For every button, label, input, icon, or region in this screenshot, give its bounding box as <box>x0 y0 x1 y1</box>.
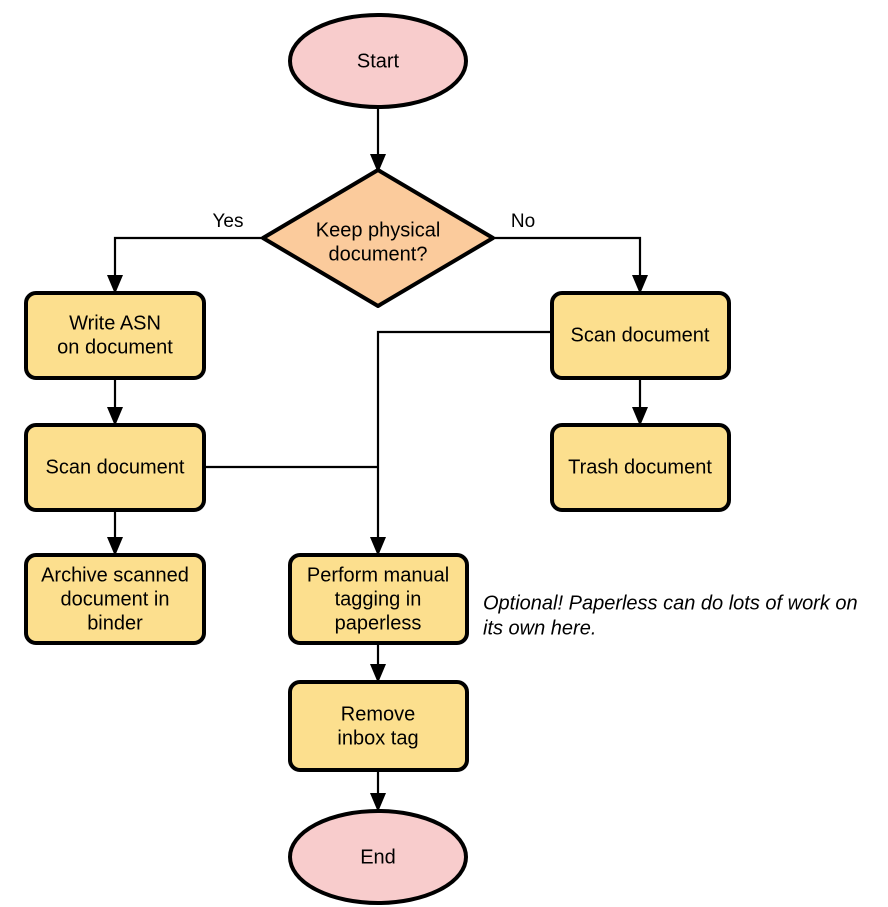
write-asn-label-line2: on document <box>57 336 173 358</box>
archive-label-line1: Archive scanned <box>41 564 189 586</box>
trash-document-label: Trash document <box>568 456 712 478</box>
arrow-head <box>107 407 123 426</box>
edge-label-yes: Yes <box>213 211 244 232</box>
edge-write-asn-to-scan-left <box>107 378 123 426</box>
decision-diamond[interactable] <box>261 168 495 308</box>
node-end[interactable]: End <box>288 809 468 905</box>
node-scan-document-left[interactable]: Scan document <box>24 423 206 512</box>
remove-inbox-label-line1: Remove <box>341 703 415 725</box>
edge-line <box>113 236 262 284</box>
arrow-head <box>107 537 123 556</box>
edge-start-to-decision <box>370 108 386 173</box>
arrow-head <box>632 407 648 426</box>
end-ellipse[interactable] <box>288 809 468 905</box>
start-ellipse[interactable] <box>288 13 468 109</box>
edge-scan-right-to-trash <box>632 378 648 426</box>
edge-decision-no-to-scan-right <box>494 236 648 294</box>
scan-document-right-label: Scan document <box>571 324 710 346</box>
start-label: Start <box>357 50 400 72</box>
arrow-head <box>370 537 386 556</box>
edge-remove-inbox-to-end <box>370 770 386 812</box>
edge-decision-yes-to-write-asn <box>107 236 262 294</box>
scan-document-left-box[interactable] <box>24 423 206 512</box>
edge-tagging-to-remove-inbox <box>370 643 386 683</box>
node-write-asn[interactable]: Write ASN on document <box>24 291 206 380</box>
arrow-head <box>370 793 386 812</box>
optional-note-line1: Optional! Paperless can do lots of work … <box>483 592 858 614</box>
remove-inbox-box[interactable] <box>288 680 469 772</box>
scan-document-left-label: Scan document <box>46 456 185 478</box>
archive-label-line3: binder <box>87 612 143 634</box>
annotation-optional-note: Optional! Paperless can do lots of work … <box>483 592 858 639</box>
node-start[interactable]: Start <box>288 13 468 109</box>
arrow-head <box>107 275 123 294</box>
node-remove-inbox-tag[interactable]: Remove inbox tag <box>288 680 469 772</box>
scan-document-right-box[interactable] <box>550 291 731 380</box>
node-trash-document[interactable]: Trash document <box>550 423 731 512</box>
archive-box[interactable] <box>24 553 206 645</box>
tagging-label-line1: Perform manual <box>307 564 449 586</box>
edge-label-no: No <box>511 211 535 232</box>
write-asn-box[interactable] <box>24 291 206 380</box>
node-perform-manual-tagging[interactable]: Perform manual tagging in paperless <box>288 553 469 645</box>
write-asn-label-line1: Write ASN <box>69 312 161 334</box>
archive-label-line2: document in <box>61 588 170 610</box>
end-label: End <box>360 846 396 868</box>
node-keep-physical-document-decision[interactable]: Keep physical document? <box>261 168 495 308</box>
arrow-head <box>370 154 386 173</box>
node-scan-document-right[interactable]: Scan document <box>550 291 731 380</box>
edge-line <box>376 330 552 546</box>
decision-label-line2: document? <box>329 243 428 265</box>
node-archive-scanned-document[interactable]: Archive scanned document in binder <box>24 553 206 645</box>
trash-document-box[interactable] <box>550 423 731 512</box>
edge-line <box>494 236 642 284</box>
arrow-head <box>632 275 648 294</box>
tagging-label-line2: tagging in <box>335 588 422 610</box>
optional-note-line2: its own here. <box>483 617 596 639</box>
edge-scan-right-to-tagging <box>370 330 552 556</box>
decision-label-line1: Keep physical <box>316 219 441 241</box>
edge-scan-left-to-archive <box>107 510 123 556</box>
tagging-box[interactable] <box>288 553 469 645</box>
arrow-head <box>370 664 386 683</box>
remove-inbox-label-line2: inbox tag <box>337 727 418 749</box>
tagging-label-line3: paperless <box>335 612 422 634</box>
